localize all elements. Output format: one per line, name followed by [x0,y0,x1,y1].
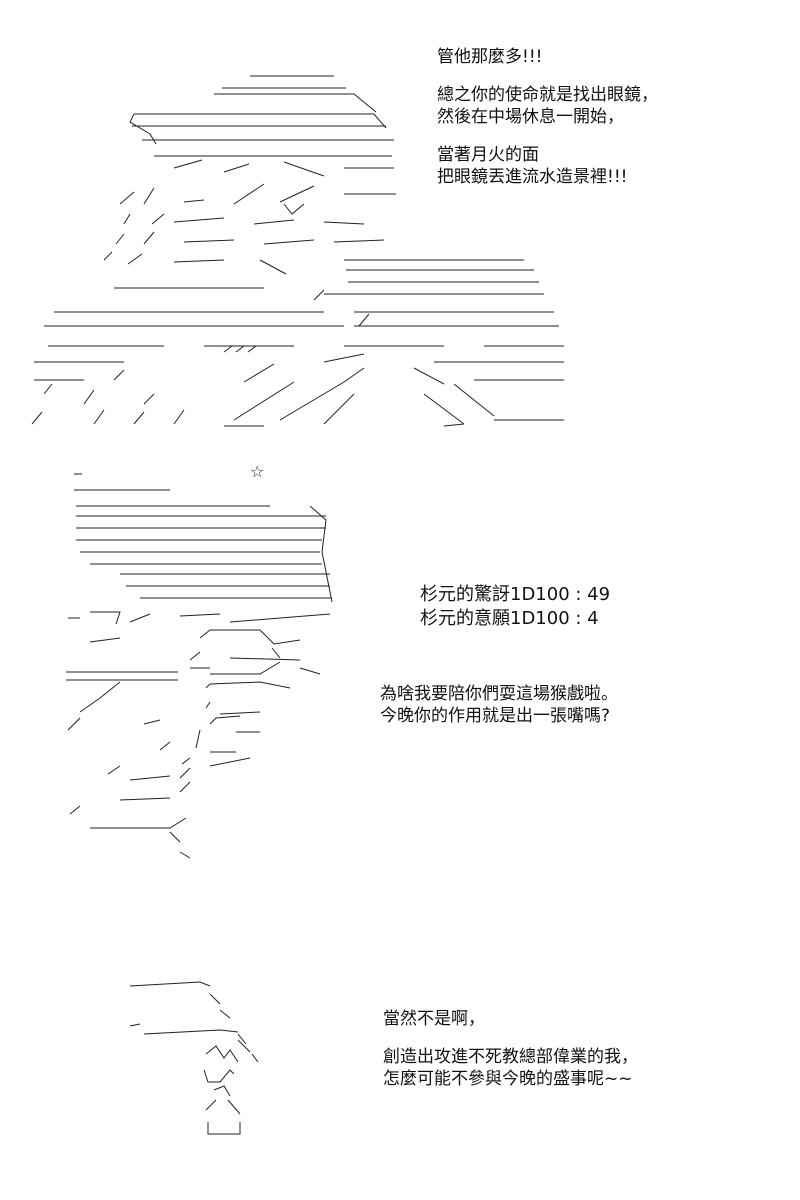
dialogue-spacer [383,1030,638,1046]
dialogue-line: 為啥我要陪你們耍這場猴戲啦。 [380,684,618,704]
dialogue-panel-2: 為啥我要陪你們耍這場猴戲啦。 今晚你的作用就是出一張嘴嗎? [380,683,618,727]
dialogue-line: 把眼鏡丟進流水造景裡!!! [437,167,628,187]
dialogue-line: 總之你的使命就是找出眼鏡， [437,85,658,105]
dialogue-line: 怎麼可能不參與今晚的盛事呢~~ [383,1069,633,1089]
dialogue-line: 當著月火的面 [437,145,539,165]
ascii-art-small-figure [120,974,270,1140]
dialogue-line: 然後在中場休息一開始， [437,107,624,127]
ascii-art-capped-figure [60,462,345,862]
star-icon: ☆ [250,462,265,481]
dialogue-line: 當然不是啊， [383,1009,485,1029]
dialogue-line: 創造出攻進不死教總部偉業的我， [383,1047,638,1067]
ascii-art-coat-figure [24,64,572,436]
dice-roll-results: 杉元的驚訝1D100 : 49 杉元的意願1D100 : 4 [420,583,610,631]
dialogue-panel-1: 管他那麼多!!! 總之你的使命就是找出眼鏡， 然後在中場休息一開始， 當著月火的… [437,46,658,188]
dialogue-line: 今晚你的作用就是出一張嘴嗎? [380,706,611,726]
dialogue-panel-3: 當然不是啊， 創造出攻進不死教總部偉業的我， 怎麼可能不參與今晚的盛事呢~~ [383,1008,638,1090]
dice-roll-line: 杉元的意願1D100 : 4 [420,608,599,629]
dialogue-spacer [437,68,658,84]
dialogue-spacer [437,128,658,144]
dice-roll-line: 杉元的驚訝1D100 : 49 [420,584,611,605]
dialogue-line: 管他那麼多!!! [437,47,543,67]
